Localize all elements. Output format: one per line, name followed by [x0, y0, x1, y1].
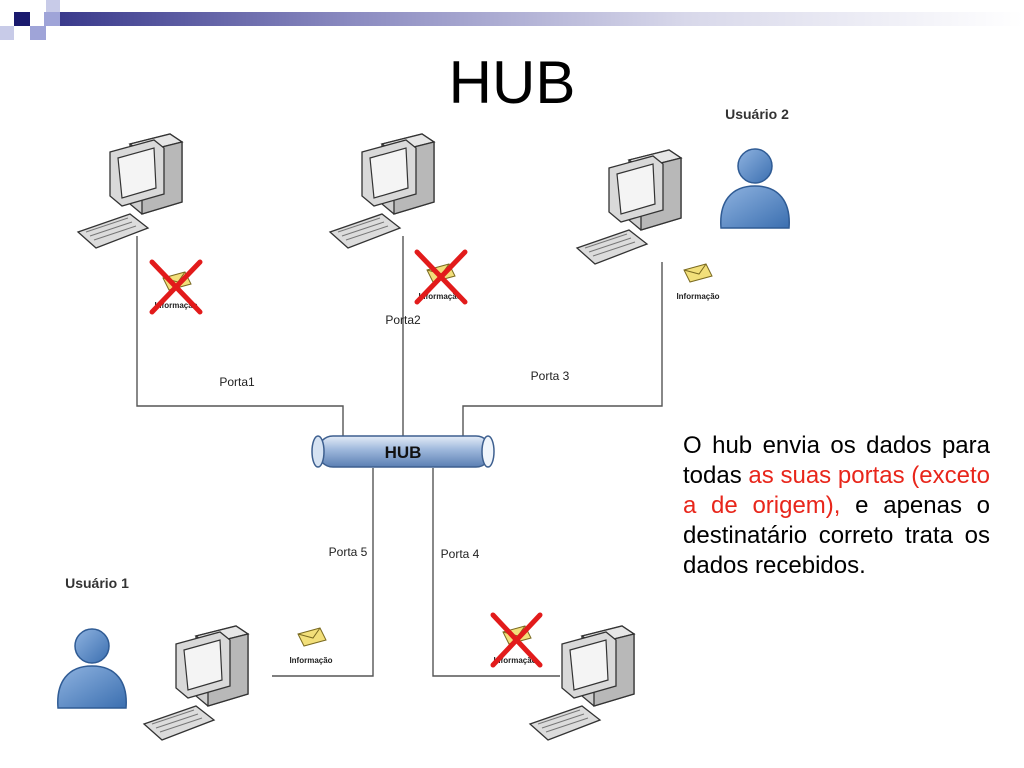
- info-packet-5: [297, 627, 327, 647]
- description-highlight: as suas portas (exceto a de origem),: [683, 462, 990, 519]
- port-3-label: Porta 3: [531, 369, 570, 383]
- title-band: [60, 12, 1024, 26]
- info-packet-3: [683, 263, 713, 283]
- description-text: O hub envia os dados para todas as suas …: [683, 431, 990, 581]
- info-label-5: Informação: [289, 656, 332, 665]
- port-2-label: Porta2: [385, 313, 421, 327]
- reject-x-icon-2: [414, 249, 468, 305]
- computer-5: [529, 625, 635, 741]
- info-label-4: Informação: [493, 656, 536, 665]
- corner-decoration: [0, 0, 60, 50]
- rejected-marks: [149, 249, 543, 668]
- info-label-2: Informação: [418, 292, 461, 301]
- user-1-icon: [57, 628, 127, 709]
- port-1-label: Porta1: [219, 375, 255, 389]
- computer-1: [77, 133, 183, 249]
- info-label-1: Informação: [154, 301, 197, 310]
- description-part-2: e apenas o destinatário correto trata os…: [683, 492, 990, 579]
- info-label-3: Informação: [676, 292, 719, 301]
- port-4-label: Porta 4: [441, 547, 480, 561]
- computer-4: [143, 625, 249, 741]
- computer-3: [576, 149, 682, 265]
- reject-x-icon-4: [490, 612, 543, 668]
- user-2-icon: [720, 148, 790, 229]
- computer-2: [329, 133, 435, 249]
- reject-x-icon-1: [149, 259, 203, 315]
- connection-lines: [136, 236, 663, 677]
- description-part-1: O hub envia os dados para todas: [683, 432, 990, 489]
- user-2-label: Usuário 2: [725, 106, 789, 122]
- page-title: HUB: [448, 49, 576, 116]
- hub-label: HUB: [385, 443, 422, 462]
- port-5-label: Porta 5: [329, 545, 368, 559]
- user-1-label: Usuário 1: [65, 575, 129, 591]
- hub-device: HUB: [311, 435, 495, 468]
